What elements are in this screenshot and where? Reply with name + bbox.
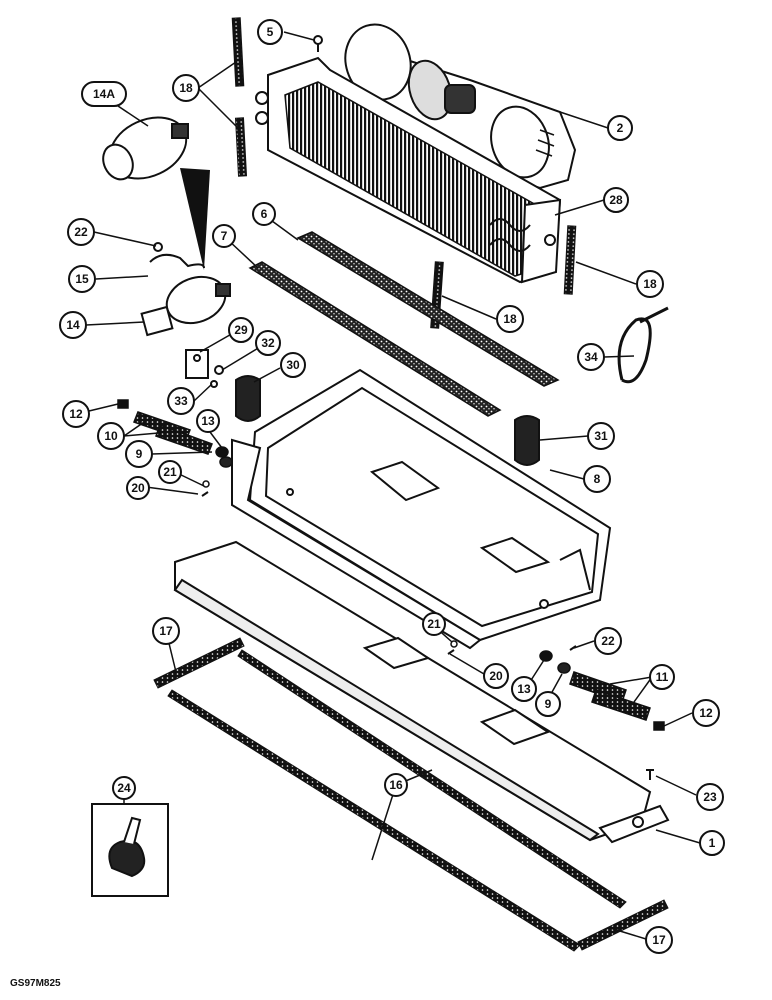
expansion-valve [185,349,224,388]
callout-18 [172,74,200,102]
callout-label: 8 [594,472,601,486]
callout-14a [81,81,127,107]
callout-13 [511,676,537,702]
cable-strap [617,306,669,384]
callout-13 [196,409,220,433]
callout-label: 28 [609,193,623,207]
callout-9 [535,691,561,717]
callout-label: 18 [179,81,193,95]
callout-17 [645,926,673,954]
callout-11 [649,664,675,690]
callout-label: 18 [503,312,517,326]
callout-label: 1 [709,836,716,850]
callout-label: 7 [221,229,228,243]
callout-label: 24 [117,781,131,795]
callout-22 [594,627,622,655]
callout-labels: 5 18 14A 2 28 22 6 7 18 15 18 14 29 32 3… [66,25,717,947]
screw [313,35,323,52]
callout-10 [97,422,125,450]
callout-21 [158,460,182,484]
callout-17 [152,617,180,645]
evaporator-core [255,56,562,284]
callout-label: 12 [699,706,713,720]
callout-label: 13 [201,414,215,428]
callout-label: 30 [286,358,300,372]
callout-9 [125,440,153,468]
figure-code: GS97M825 [10,978,61,989]
callout-29 [228,317,254,343]
callout-21 [422,612,446,636]
callout-label: 21 [427,617,441,631]
callout-label: 16 [389,778,403,792]
callout-18 [496,305,524,333]
callout-label: 14A [93,87,115,101]
callout-label: 29 [234,323,248,337]
callout-33 [167,387,195,415]
callout-18 [636,270,664,298]
blower-assembly [344,23,577,190]
callout-label: 21 [163,465,177,479]
callout-22 [67,218,95,246]
callout-label: 11 [656,670,669,684]
callout-12 [692,699,720,727]
callout-label: 20 [131,481,145,495]
callout-label: 10 [104,429,118,443]
callout-label: 15 [75,272,89,286]
callout-5 [257,19,283,45]
callout-34 [577,343,605,371]
callout-23 [696,783,724,811]
callout-7 [212,224,236,248]
callout-15 [68,265,96,293]
cover-plate [173,540,670,844]
leader-lines [85,31,701,940]
callout-label: 17 [652,933,666,947]
callout-28 [603,187,629,213]
callout-label: 34 [584,350,598,364]
callout-label: 2 [617,121,624,135]
callout-label: 14 [66,318,80,332]
callout-31 [587,422,615,450]
callouts [59,19,725,954]
callout-label: 9 [136,447,143,461]
callout-20 [126,476,150,500]
callout-label: 5 [267,25,274,39]
callout-6 [252,202,276,226]
callout-8 [583,465,611,493]
callout-label: 6 [261,207,268,221]
callout-label: 13 [517,682,531,696]
callout-14 [59,311,87,339]
callout-label: 9 [545,697,552,711]
callout-1 [699,830,725,856]
callout-label: 33 [174,394,188,408]
callout-30 [280,352,306,378]
callout-16 [384,773,408,797]
drain-pan [231,368,612,650]
callout-label: 12 [69,407,83,421]
ducts [235,375,540,466]
callout-2 [607,115,633,141]
callout-12 [62,400,90,428]
callout-20 [483,663,509,689]
callout-32 [255,330,281,356]
drain-fittings-right [447,640,665,780]
switch-14 [140,242,231,337]
callout-label: 18 [643,277,657,291]
callout-label: 23 [703,790,717,804]
callout-label: 22 [601,634,615,648]
switch-14a [102,116,210,270]
callout-label: 20 [489,669,503,683]
callout-24 [112,776,136,800]
callout-label: 31 [594,429,608,443]
callout-label: 32 [261,336,275,350]
callout-label: 17 [159,624,173,638]
callout-label: 22 [74,225,88,239]
gasket-strips [153,637,669,952]
clamp-inset [91,803,169,897]
foam-seals [248,231,560,417]
